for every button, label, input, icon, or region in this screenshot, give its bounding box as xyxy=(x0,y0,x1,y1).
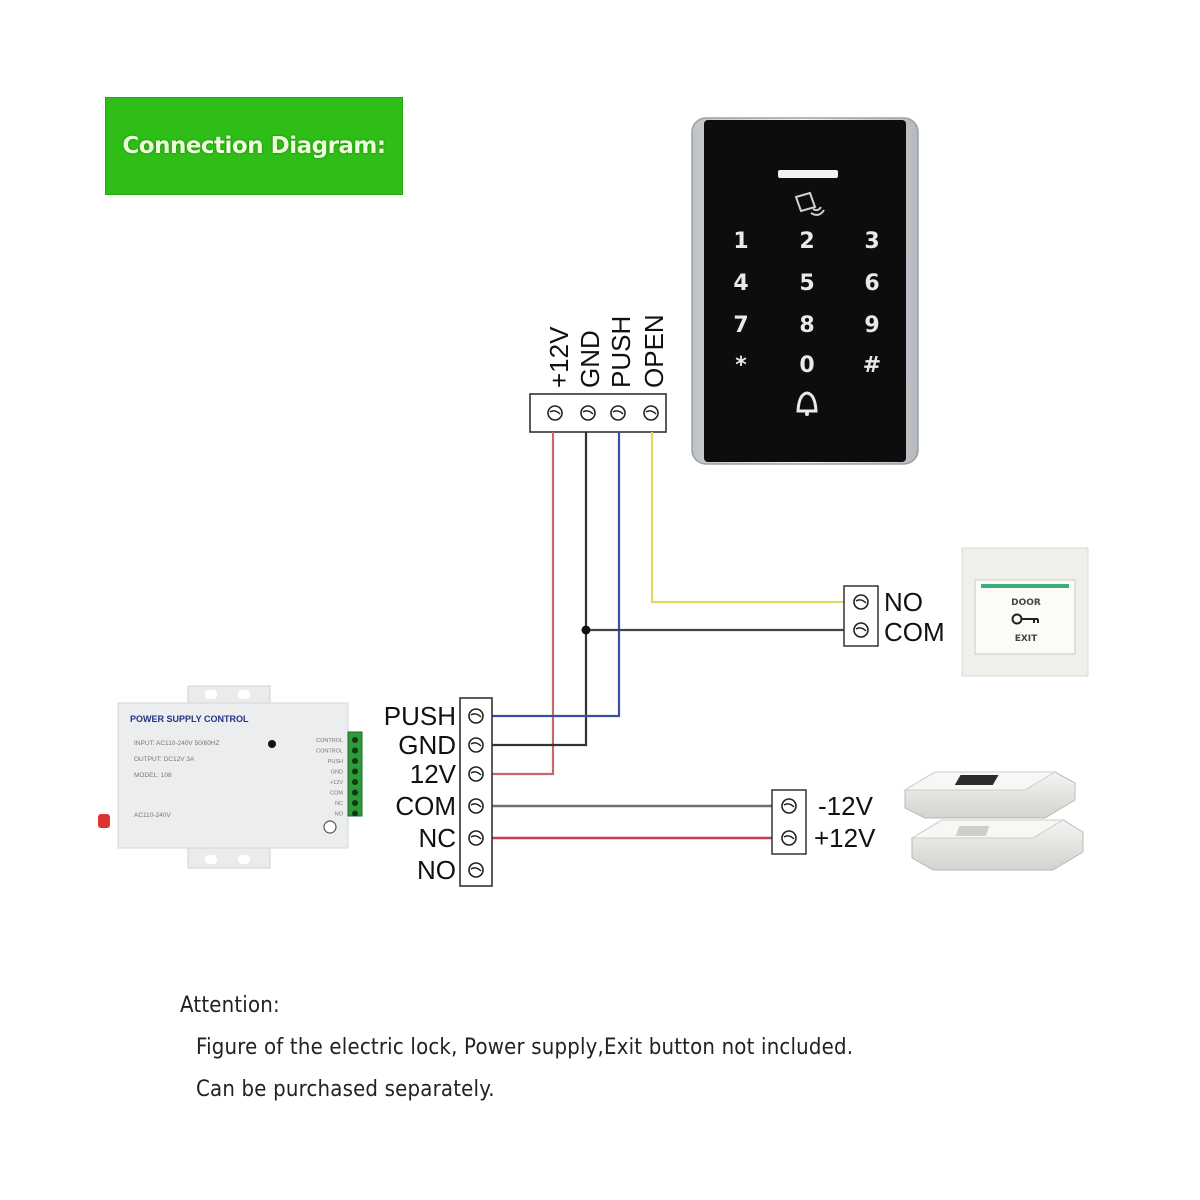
wire-gnd xyxy=(478,432,588,747)
psu-pcb-screw xyxy=(352,800,358,806)
psu-ac-label: AC110-240V xyxy=(134,812,171,819)
psu-pin-label: CONTROL xyxy=(316,749,343,755)
psu-pin-label: PUSH xyxy=(328,759,343,765)
psu-led xyxy=(268,740,276,748)
attention-line-2: Can be purchased separately. xyxy=(196,1077,495,1102)
attention-heading: Attention: xyxy=(180,993,280,1018)
keypad-key: 8 xyxy=(799,313,814,338)
psu-terminal-label: PUSH xyxy=(384,701,456,731)
psu-pcb-screw xyxy=(352,737,358,743)
keypad-key: 9 xyxy=(864,313,879,338)
psu-pcb-screw xyxy=(352,747,358,754)
keypad-key: 6 xyxy=(864,271,879,296)
psu-pin-label: NO xyxy=(335,812,344,818)
keypad-key: 0 xyxy=(799,353,814,378)
psu-line: MODEL: 108 xyxy=(134,772,172,779)
power-supply-device: POWER SUPPLY CONTROL INPUT: AC110-240V 5… xyxy=(98,685,363,869)
rfid-card-icon xyxy=(794,191,825,216)
psu-line: INPUT: AC110-240V 50/60HZ xyxy=(134,740,220,747)
keypad-key: # xyxy=(863,353,881,378)
psu-pcb-screw xyxy=(352,810,358,817)
psu-header: POWER SUPPLY CONTROL xyxy=(130,714,249,724)
keypad-key: 1 xyxy=(733,229,748,254)
keypad-terminal-label: OPEN xyxy=(639,314,669,388)
power-cord-plug xyxy=(98,814,110,828)
wire-open xyxy=(650,432,846,604)
psu-pcb-screw xyxy=(352,758,358,764)
psu-pin-label: COM xyxy=(330,791,343,797)
wire-push xyxy=(478,432,621,718)
lock-terminal-label: +12V xyxy=(814,823,876,853)
exit-button-terminal-block: NO COM xyxy=(843,585,945,647)
exit-face-bottom: EXIT xyxy=(1015,634,1038,644)
electric-lock-device xyxy=(903,771,1084,871)
psu-logo-icon xyxy=(323,820,337,834)
psu-pin-label: CONTROL xyxy=(316,738,343,744)
exit-face-top: DOOR xyxy=(1011,598,1041,608)
psu-pcb-screw xyxy=(352,779,358,785)
psu-line: OUTPUT: DC12V 3A xyxy=(134,756,195,763)
psu-terminal-label: 12V xyxy=(410,759,457,789)
keypad-key: 4 xyxy=(733,271,748,296)
keypad-key: 7 xyxy=(733,313,748,338)
wire-12v xyxy=(478,432,555,776)
wires xyxy=(478,432,846,840)
psu-terminal-label: NC xyxy=(418,823,456,853)
key-icon xyxy=(1011,613,1039,625)
keypad-terminal-label: +12V xyxy=(544,326,574,388)
keypad-key: 3 xyxy=(864,229,879,254)
exit-button-device: DOOR EXIT xyxy=(961,547,1089,677)
exit-terminal-label: NO xyxy=(884,587,923,617)
attention-line-1: Figure of the electric lock, Power suppl… xyxy=(196,1035,854,1060)
keypad-terminal-label: GND xyxy=(575,330,605,388)
lock-terminal-block: -12V +12V xyxy=(771,789,876,855)
title-banner: Connection Diagram: xyxy=(105,97,403,195)
psu-terminal-block: PUSH GND 12V COM NC NO xyxy=(384,697,493,887)
psu-terminal-label: GND xyxy=(398,730,456,760)
psu-pcb-screw xyxy=(352,768,358,775)
keypad-key: * xyxy=(735,353,747,378)
keypad-key: 2 xyxy=(799,229,814,254)
psu-pcb-screw xyxy=(352,789,358,796)
keypad-device: 1 2 3 4 5 6 7 8 9 * 0 # xyxy=(691,117,919,465)
bell-icon xyxy=(796,391,818,416)
psu-terminal-label: COM xyxy=(395,791,456,821)
keypad-terminal-label: PUSH xyxy=(606,316,636,388)
exit-terminal-label: COM xyxy=(884,617,945,647)
psu-pin-label: GND xyxy=(331,770,343,776)
indicator-bar xyxy=(778,170,838,178)
psu-pin-label: +12V xyxy=(330,780,343,786)
junction-dot xyxy=(581,625,591,635)
psu-pin-label: NC xyxy=(335,801,343,807)
psu-terminal-label: NO xyxy=(417,855,456,885)
lock-terminal-label: -12V xyxy=(818,791,874,821)
diagram-title: Connection Diagram: xyxy=(122,133,386,159)
keypad-key: 5 xyxy=(799,271,814,296)
keypad-terminal-block: +12V GND PUSH OPEN xyxy=(529,314,669,433)
